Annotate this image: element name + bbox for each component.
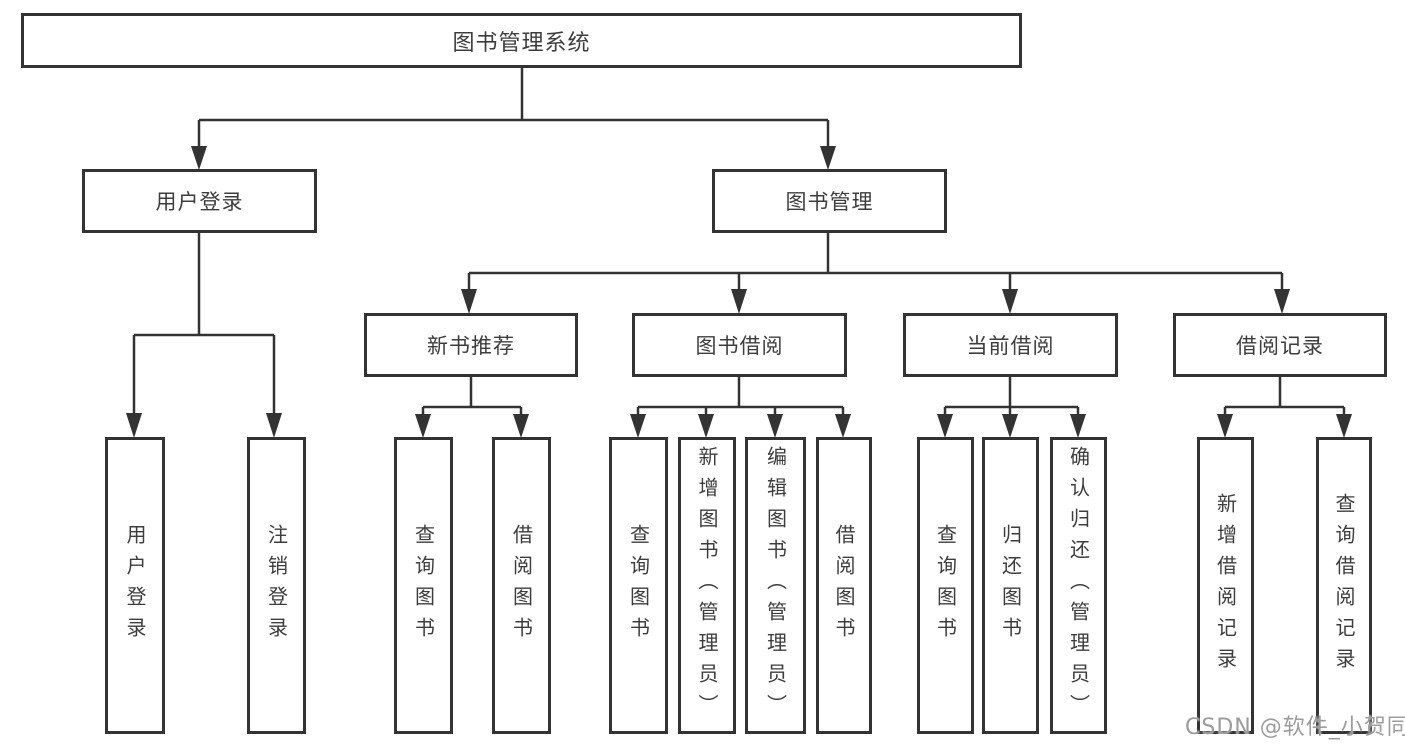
node-leaf-borrowing-add-books: 新增图书（管理员） <box>678 437 736 734</box>
node-leaf-borrowing-query-books: 查询图书 <box>609 437 668 734</box>
node-leaf-current-query-books: 查询图书 <box>917 437 974 734</box>
watermark: CSDN @软件_小贺同学 <box>1185 715 1405 740</box>
node-new-book-recommend: 新书推荐 <box>364 313 578 377</box>
node-leaf-recommend-query-books: 查询图书 <box>394 437 453 734</box>
node-leaf-records-add-record: 新增借阅记录 <box>1197 437 1254 734</box>
node-book-borrowing: 图书借阅 <box>632 313 847 377</box>
arrowheads <box>126 146 1352 438</box>
node-leaf-records-query-record: 查询借阅记录 <box>1316 437 1372 734</box>
node-leaf-logout: 注销登录 <box>247 437 306 734</box>
node-leaf-current-return-books: 归还图书 <box>982 437 1039 734</box>
node-current-borrowing: 当前借阅 <box>903 313 1118 377</box>
node-leaf-user-login: 用户登录 <box>105 437 165 734</box>
node-leaf-borrowing-borrow-books: 借阅图书 <box>816 437 872 734</box>
node-book-management: 图书管理 <box>712 169 947 233</box>
node-leaf-current-confirm-return: 确认归还（管理员） <box>1050 437 1107 734</box>
node-borrowing-records: 借阅记录 <box>1173 313 1387 377</box>
node-user-login: 用户登录 <box>82 169 317 233</box>
node-leaf-borrowing-edit-books: 编辑图书（管理员） <box>745 437 806 734</box>
node-leaf-recommend-borrow-books: 借阅图书 <box>492 437 551 734</box>
node-root: 图书管理系统 <box>21 13 1022 68</box>
